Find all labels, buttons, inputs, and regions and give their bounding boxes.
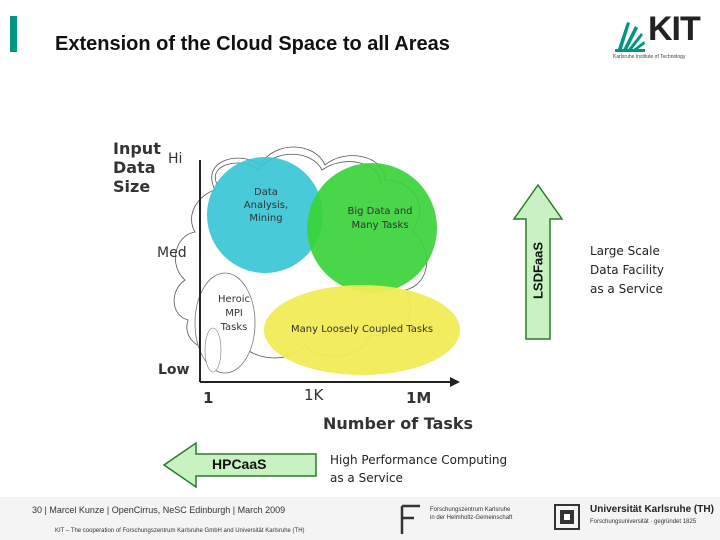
lsdfaas-note-line3: as a Service bbox=[590, 282, 663, 296]
y-tick-med: Med bbox=[157, 245, 187, 261]
kit-logo-subtitle: Karlsruhe Institute of Technology bbox=[613, 54, 686, 60]
footer-cooperation-text: KIT – The cooperation of Forschungszentr… bbox=[55, 528, 305, 534]
y-axis-title-line3: Size bbox=[113, 177, 151, 196]
region-data-analysis-label: Data Analysis, Mining bbox=[238, 186, 294, 225]
lsdfaas-arrow bbox=[512, 183, 564, 340]
lsdfaas-label: LSDFaaS bbox=[530, 241, 546, 300]
lsdfaas-note-line2: Data Facility bbox=[590, 263, 665, 277]
y-tick-hi: Hi bbox=[168, 151, 183, 167]
fz-karlsruhe-text: Forschungszentrum Karlsruhe in der Helmh… bbox=[430, 507, 513, 521]
hpcaas-note-line2: as a Service bbox=[330, 471, 403, 485]
region-heroic-line1: Heroic bbox=[218, 294, 250, 305]
title-accent-bar bbox=[10, 16, 17, 52]
hpcaas-arrow bbox=[162, 441, 317, 489]
many-tasks-region bbox=[264, 285, 460, 375]
uni-karlsruhe-subtitle: Forschungsuniversität · gegründet 1825 bbox=[590, 519, 697, 525]
uni-karlsruhe-text: Universität Karlsruhe (TH) bbox=[590, 504, 714, 515]
region-data-analysis-line3: Mining bbox=[249, 213, 283, 224]
y-axis-title-line2: Data bbox=[113, 158, 156, 177]
big-data-region bbox=[307, 163, 437, 293]
region-data-analysis-line1: Data bbox=[254, 187, 278, 198]
y-tick-low: Low bbox=[158, 362, 190, 378]
kit-logo-icon bbox=[615, 22, 645, 52]
fz-karlsruhe-logo-icon bbox=[400, 504, 420, 534]
cloud-space-diagram bbox=[173, 146, 460, 387]
region-heroic-line2: MPI bbox=[225, 308, 243, 319]
region-heroic-line3: Tasks bbox=[220, 322, 248, 333]
footer-bar bbox=[0, 497, 720, 540]
x-tick-1k: 1K bbox=[304, 386, 324, 404]
small-lobe-region bbox=[204, 327, 222, 373]
region-mtc-label: Many Loosely Coupled Tasks bbox=[291, 324, 434, 335]
region-data-analysis-line2: Analysis, bbox=[243, 200, 289, 211]
data-analysis-region bbox=[207, 157, 323, 273]
x-tick-1m: 1M bbox=[406, 389, 432, 407]
y-axis-title: Input Data Size bbox=[113, 139, 161, 196]
lsdfaas-note-line1: Large Scale bbox=[590, 244, 660, 258]
region-big-data-line1: Big Data and bbox=[347, 206, 413, 217]
slide-title: Extension of the Cloud Space to all Area… bbox=[55, 33, 450, 55]
uni-karlsruhe-logo-icon bbox=[554, 504, 580, 530]
x-axis-title: Number of Tasks bbox=[323, 414, 474, 433]
lsdfaas-note: Large Scale Data Facility as a Service bbox=[590, 242, 664, 299]
region-big-data-line2: Many Tasks bbox=[351, 220, 409, 231]
kit-logo-text: KIT bbox=[648, 10, 701, 48]
hpcaas-label: HPCaaS bbox=[212, 456, 267, 472]
region-heroic-label: Heroic MPI Tasks bbox=[213, 293, 255, 335]
hpcaas-note-line1: High Performance Computing bbox=[330, 453, 508, 467]
y-axis-title-line1: Input bbox=[113, 139, 161, 158]
hpcaas-note: High Performance Computing as a Service bbox=[330, 451, 507, 487]
footer-slide-info: 30 | Marcel Kunze | OpenCirrus, NeSC Edi… bbox=[32, 505, 286, 515]
x-tick-1: 1 bbox=[203, 389, 214, 407]
x-axis-arrowhead bbox=[450, 377, 460, 387]
region-big-data-label: Big Data and Many Tasks bbox=[340, 205, 420, 233]
